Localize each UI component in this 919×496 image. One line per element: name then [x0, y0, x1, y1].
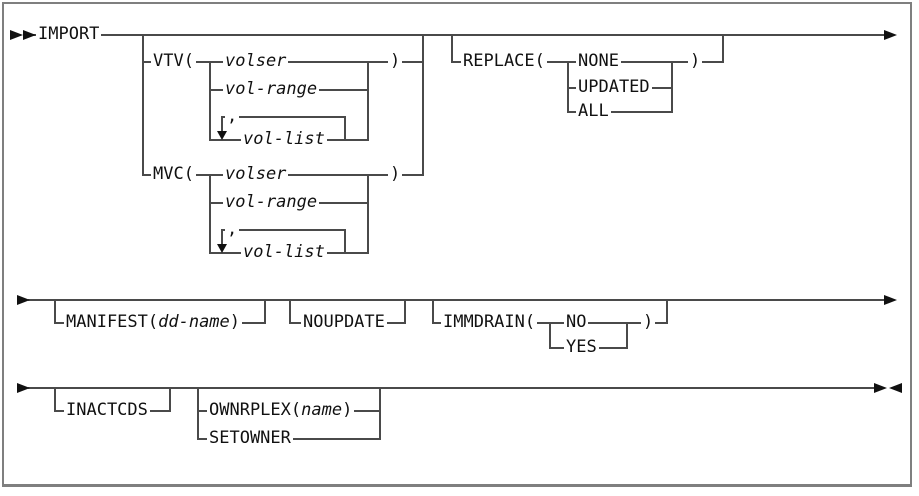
rail-branch-inactcds-open: [54, 387, 56, 412]
keyword-manifest-close: ): [229, 312, 241, 332]
param-mvc-vol-list: vol-list: [241, 242, 327, 262]
keyword-noupdate: NOUPDATE: [301, 312, 387, 332]
keyword-mvc-close: ): [388, 164, 403, 184]
rail-line-mvc-loop: [222, 229, 345, 231]
rail-branch-owner-close: [379, 387, 381, 440]
keyword-immdrain-no: NO: [564, 312, 589, 332]
keyword-immdrain-close: ): [641, 312, 656, 332]
mvc-loop-arrow-icon: [217, 244, 227, 253]
rail-branch-replace-choices-close: [671, 61, 673, 113]
diagram-end-arrowback-icon: [889, 383, 902, 393]
keyword-replace-all: ALL: [576, 101, 611, 121]
keyword-inactcds: INACTCDS: [64, 400, 150, 420]
row2-continue-arrow-icon: [884, 295, 897, 305]
rail-branch-mvc-loop-right: [344, 229, 346, 254]
rail-branch-vtv-choices-open: [209, 61, 211, 141]
rail-line-main-1: [32, 34, 886, 36]
rail-branch-replace-open: [451, 34, 453, 63]
rail-branch-owner-open: [197, 387, 199, 440]
rail-branch-inactcds-close: [169, 387, 171, 412]
rail-branch-immdrain-choices-close: [626, 322, 628, 349]
rail-branch-mvc-choices-close: [367, 174, 369, 254]
keyword-mvc-open: MVC(: [151, 164, 196, 184]
vtv-list-separator: ,: [225, 106, 240, 126]
param-vtv-vol-range: vol-range: [223, 79, 320, 99]
keyword-import: IMPORT: [36, 24, 102, 44]
keyword-replace-open: REPLACE(: [461, 51, 547, 71]
keyword-setowner: SETOWNER: [207, 428, 293, 448]
rail-branch-vtv-loop-right: [344, 116, 346, 141]
keyword-immdrain-open: IMMDRAIN(: [441, 312, 538, 332]
diagram-start-arrow2-icon: [23, 30, 36, 40]
rail-branch-mvc-loop-left: [221, 229, 223, 247]
rail-line-main-3: [28, 387, 876, 389]
param-mvc-vol-range: vol-range: [223, 192, 320, 212]
keyword-ownrplex-open: OWNRPLEX(: [209, 400, 302, 420]
keyword-replace-updated: UPDATED: [576, 77, 652, 97]
rail-branch-replace-close: [722, 34, 724, 63]
param-name: name: [301, 400, 343, 420]
rail-line-vtv-loop: [222, 116, 345, 118]
rail-branch-immdrain-choices-open: [549, 322, 551, 349]
diagram-end-arrow-icon: [874, 383, 887, 393]
row1-continue-arrow-icon: [884, 30, 897, 40]
rail-branch-manifest-close: [264, 299, 266, 324]
keyword-manifest: MANIFEST(dd-name): [64, 312, 243, 332]
diagram-start-arrow-icon: [10, 30, 23, 40]
rail-branch-vtvmvc-close: [422, 34, 424, 176]
keyword-vtv-close: ): [388, 51, 403, 71]
row3-start-arrow-icon: [17, 383, 30, 393]
rail-branch-mvc-choices-open: [209, 174, 211, 254]
keyword-immdrain-yes: YES: [564, 337, 599, 357]
rail-branch-manifest-open: [54, 299, 56, 324]
rail-line-main-2: [28, 299, 886, 301]
param-vtv-volser: volser: [223, 51, 289, 71]
keyword-ownrplex: OWNRPLEX(name): [207, 400, 355, 420]
rail-branch-vtv-loop-left: [221, 116, 223, 134]
rail-branch-immdrain-open: [432, 299, 434, 324]
param-dd-name: dd-name: [158, 312, 230, 332]
rail-branch-noupdate-close: [404, 299, 406, 324]
keyword-ownrplex-close: ): [342, 400, 353, 420]
param-vtv-vol-list: vol-list: [241, 129, 327, 149]
rail-branch-vtvmvc-open: [142, 34, 144, 176]
vtv-loop-arrow-icon: [217, 131, 227, 140]
diagram-frame: [2, 2, 912, 487]
rail-line-all: [568, 111, 672, 113]
rail-branch-replace-choices-open: [567, 61, 569, 113]
keyword-manifest-open: MANIFEST(: [66, 312, 159, 332]
rail-branch-noupdate-open: [289, 299, 291, 324]
keyword-vtv-open: VTV(: [151, 51, 196, 71]
rail-branch-immdrain-close: [666, 299, 668, 324]
keyword-replace-none: NONE: [576, 51, 621, 71]
mvc-list-separator: ,: [225, 219, 240, 239]
row2-start-arrow-icon: [17, 295, 30, 305]
keyword-replace-close: ): [688, 51, 703, 71]
rail-branch-vtv-choices-close: [367, 61, 369, 141]
param-mvc-volser: volser: [223, 164, 289, 184]
